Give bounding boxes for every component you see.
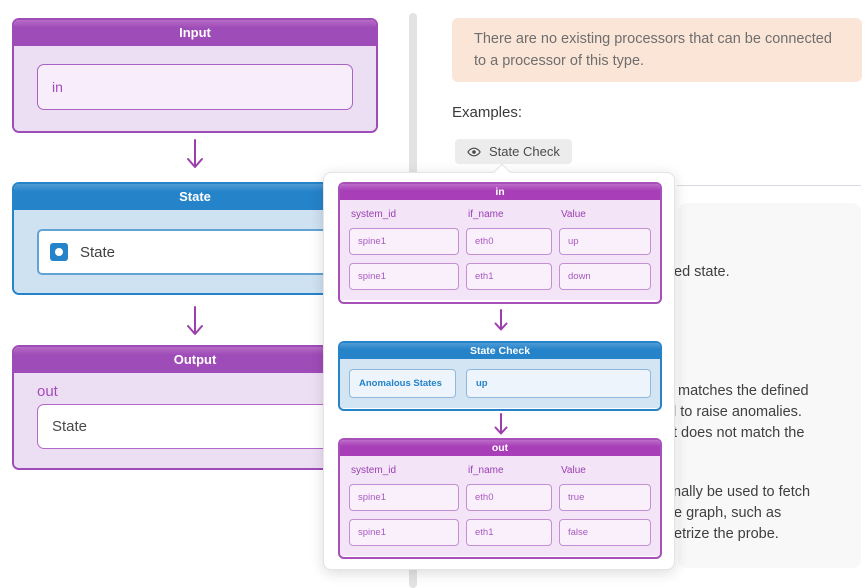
column-header: system_id [351, 209, 397, 220]
input-node-title: Input [14, 20, 376, 46]
popup-in-section: in system_id if_name Value spine1 eth0 u… [338, 182, 662, 304]
output-node-title: Output [14, 347, 376, 373]
doc-text-fragment: etrize the probe. [674, 526, 779, 542]
table-cell: spine1 [349, 519, 459, 546]
popup-out-title: out [340, 440, 660, 456]
doc-text-fragment: nally be used to fetch [673, 484, 811, 500]
table-cell: spine1 [349, 263, 459, 290]
input-node-body: in [14, 46, 376, 131]
down-arrow-icon [187, 139, 203, 168]
column-header: Value [561, 465, 586, 476]
input-port-value: in [52, 79, 63, 95]
doc-text-fragment: ed state. [674, 264, 730, 280]
output-node-body: out State [14, 373, 376, 468]
popup-out-section: out system_id if_name Value spine1 eth0 … [338, 438, 662, 559]
state-processor-node[interactable]: State State [12, 182, 378, 295]
popup-in-title: in [340, 184, 660, 200]
table-cell: spine1 [349, 228, 459, 255]
state-node-body: State [14, 210, 376, 293]
popup-in-table: system_id if_name Value spine1 eth0 up s… [340, 200, 660, 300]
examples-heading: Examples: [452, 104, 523, 121]
example-button-label: State Check [489, 144, 560, 159]
down-arrow-icon [494, 413, 508, 435]
table-cell: false [559, 519, 651, 546]
doc-text-fragment: e graph, such as [674, 505, 782, 521]
table-cell: spine1 [349, 484, 459, 511]
table-cell: true [559, 484, 651, 511]
output-port-field[interactable]: State [37, 404, 353, 449]
popup-state-check-body: Anomalous States up [340, 359, 660, 408]
notice-text: There are no existing processors that ca… [474, 31, 832, 69]
param-value-field: up [466, 369, 651, 398]
table-cell: eth0 [466, 484, 552, 511]
column-header: if_name [468, 209, 504, 220]
state-check-example-button[interactable]: State Check [455, 139, 572, 164]
table-cell: eth0 [466, 228, 552, 255]
table-cell: eth1 [466, 263, 552, 290]
popup-state-check-section: State Check Anomalous States up [338, 341, 662, 411]
down-arrow-icon [187, 306, 203, 335]
table-cell: down [559, 263, 651, 290]
output-port-label: out [37, 383, 58, 400]
input-processor-node[interactable]: Input in [12, 18, 378, 133]
state-selected-item[interactable]: State [37, 229, 353, 275]
param-label-field: Anomalous States [349, 369, 456, 398]
down-arrow-icon [494, 309, 508, 331]
popup-caret [493, 163, 511, 181]
popup-state-check-title: State Check [340, 343, 660, 359]
popup-out-table: system_id if_name Value spine1 eth0 true… [340, 456, 660, 556]
doc-text-fragment: t does not match the [673, 425, 805, 441]
output-port-value: State [52, 418, 88, 435]
state-item-label: State [80, 243, 116, 261]
documentation-panel [678, 203, 861, 568]
input-port-field[interactable]: in [37, 64, 353, 110]
doc-text-fragment: matches the defined [678, 383, 809, 399]
eye-icon [467, 147, 481, 156]
radio-selected-icon [50, 243, 68, 261]
column-header: Value [561, 209, 586, 220]
section-divider [677, 185, 861, 186]
table-cell: up [559, 228, 651, 255]
column-header: if_name [468, 465, 504, 476]
column-header: system_id [351, 465, 397, 476]
doc-text-fragment: l to raise anomalies. [673, 404, 802, 420]
example-preview-popup: in system_id if_name Value spine1 eth0 u… [323, 163, 675, 570]
state-node-title: State [14, 184, 376, 210]
table-cell: eth1 [466, 519, 552, 546]
no-processors-notice: There are no existing processors that ca… [452, 18, 862, 82]
output-processor-node[interactable]: Output out State [12, 345, 378, 470]
